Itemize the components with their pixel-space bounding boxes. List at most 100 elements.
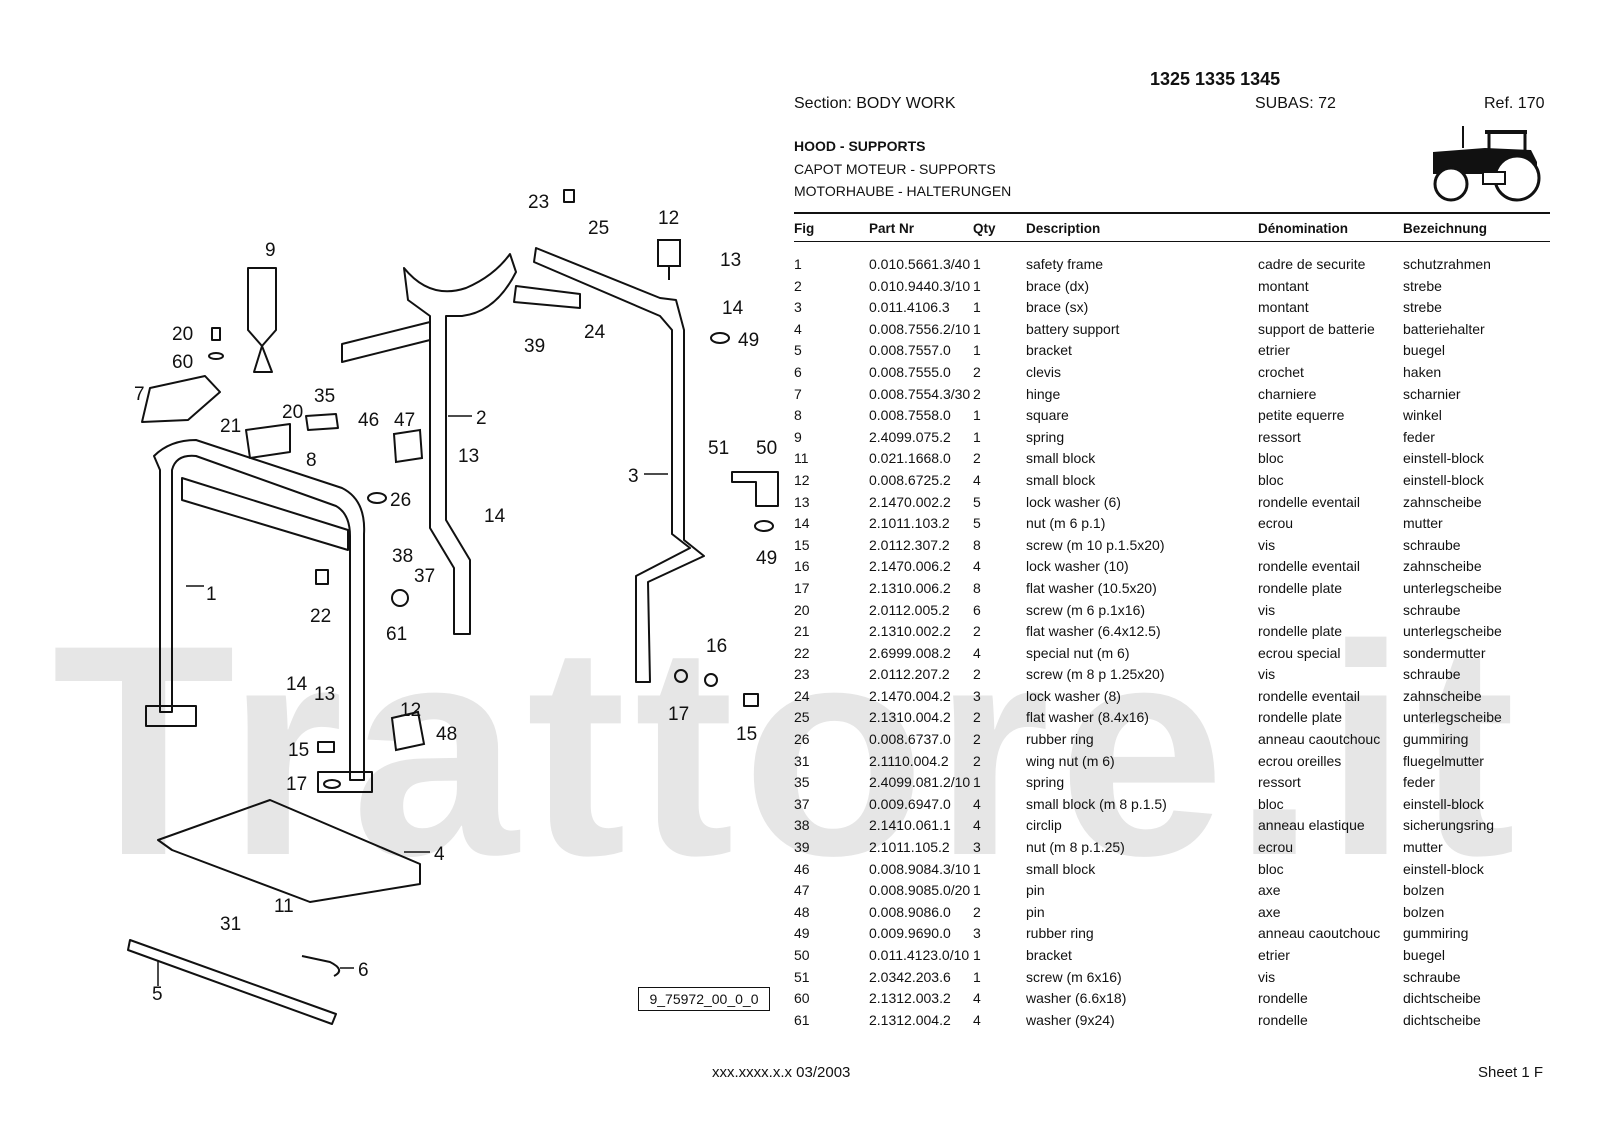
table-cell: 2.1310.002.2 bbox=[869, 623, 951, 640]
table-cell: 8 bbox=[973, 579, 981, 596]
column-header: Part Nr bbox=[869, 212, 973, 242]
table-cell: vis bbox=[1258, 601, 1276, 618]
callout-label: 6 bbox=[358, 960, 369, 981]
table-cell: 1 bbox=[973, 407, 981, 424]
safety-frame-crossbar bbox=[181, 477, 349, 551]
washer-part bbox=[674, 669, 688, 683]
table-cell: 5 bbox=[973, 515, 981, 532]
footer-code: xxx.xxxx.x.x 03/2003 bbox=[712, 1064, 851, 1081]
table-cell: flat washer (10.5x20) bbox=[1026, 579, 1157, 596]
hinge-part bbox=[141, 375, 221, 423]
table-cell: wing nut (m 6) bbox=[1026, 752, 1115, 769]
title-english: HOOD - SUPPORTS bbox=[794, 138, 926, 154]
rubber-ring-part bbox=[367, 492, 387, 504]
table-cell: montant bbox=[1258, 277, 1309, 294]
callout-label: 15 bbox=[736, 724, 757, 745]
callout-label: 26 bbox=[390, 490, 411, 511]
table-cell: 2 bbox=[973, 752, 981, 769]
footer-sheet: Sheet 1 F bbox=[1478, 1064, 1544, 1081]
table-cell: 0.008.7554.3/30 bbox=[869, 385, 971, 402]
battery-support-part bbox=[157, 799, 421, 903]
table-cell: etrier bbox=[1258, 342, 1290, 359]
table-cell: 0.010.5661.3/40 bbox=[869, 256, 971, 272]
table-cell: 14 bbox=[794, 515, 810, 532]
table-cell: rondelle bbox=[1258, 990, 1308, 1007]
table-cell: 0.011.4106.3 bbox=[869, 299, 950, 316]
table-cell: 4 bbox=[973, 471, 981, 488]
table-cell: 2 bbox=[973, 903, 981, 920]
table-cell: montant bbox=[1258, 299, 1309, 316]
table-cell: bloc bbox=[1258, 860, 1284, 877]
table-cell: zahnscheibe bbox=[1403, 687, 1482, 704]
spring-part bbox=[305, 413, 339, 431]
table-cell: gummiring bbox=[1403, 731, 1469, 748]
table-cell: 2 bbox=[973, 385, 981, 402]
column-header: Dénomination bbox=[1258, 212, 1403, 242]
diagram-callouts: 1 2 3 4 5 6 7 8 9 11 12 12 13 13 13 14 1… bbox=[134, 192, 777, 1005]
table-cell: bolzen bbox=[1403, 882, 1445, 899]
table-cell: lock washer (6) bbox=[1026, 493, 1121, 510]
table-cell: battery support bbox=[1026, 320, 1120, 337]
table-cell: small block (m 8 p.1.5) bbox=[1026, 795, 1167, 812]
washer-part bbox=[704, 673, 718, 687]
table-cell: dichtscheibe bbox=[1403, 990, 1481, 1007]
table-cell: cadre de securite bbox=[1258, 256, 1366, 272]
table-cell: 2.1470.006.2 bbox=[869, 558, 951, 575]
bracket-part bbox=[127, 939, 337, 1025]
table-cell: small block bbox=[1026, 860, 1096, 877]
table-cell: 2.1310.006.2 bbox=[869, 579, 951, 596]
table-cell: pin bbox=[1026, 882, 1045, 899]
callout-label: 37 bbox=[414, 566, 435, 587]
callout-label: 14 bbox=[722, 298, 744, 319]
table-cell: spring bbox=[1026, 774, 1065, 791]
table-cell: 16 bbox=[794, 558, 810, 575]
table-cell: mutter bbox=[1403, 515, 1443, 532]
table-cell: fluegelmutter bbox=[1403, 752, 1484, 769]
drawing-id-box: 9_75972_00_0_0 bbox=[638, 987, 770, 1011]
screw-part bbox=[563, 189, 575, 203]
table-cell: small block bbox=[1026, 471, 1096, 488]
callout-label: 13 bbox=[314, 684, 335, 705]
table-cell: 0.008.7556.2/10 bbox=[869, 320, 971, 337]
callout-label: 48 bbox=[436, 724, 457, 745]
table-cell: buegel bbox=[1403, 342, 1446, 359]
table-cell: axe bbox=[1258, 903, 1281, 920]
table-cell: 0.008.9086.0 bbox=[869, 903, 951, 920]
callout-label: 31 bbox=[220, 914, 241, 935]
table-cell: 3 bbox=[973, 925, 981, 942]
bracket-part bbox=[731, 471, 779, 507]
table-cell: bracket bbox=[1026, 947, 1072, 963]
table-cell: 23 bbox=[794, 666, 810, 683]
table-cell: einstell-block bbox=[1403, 471, 1484, 488]
table-cell: mutter bbox=[1403, 839, 1443, 856]
table-cell: ressort bbox=[1258, 774, 1301, 791]
table-cell: sondermutter bbox=[1403, 644, 1486, 661]
table-cell: bolzen bbox=[1403, 903, 1445, 920]
table-cell: 0.008.6737.0 bbox=[869, 731, 951, 748]
table-cell: 3 bbox=[794, 299, 802, 316]
table-cell: 3 bbox=[973, 839, 981, 856]
table-cell: rubber ring bbox=[1026, 925, 1094, 942]
table-cell: 1 bbox=[973, 299, 981, 316]
table-cell: 2.1110.004.2 bbox=[869, 752, 949, 769]
table-cell: pin bbox=[1026, 903, 1045, 920]
table-cell: screw (m 6x16) bbox=[1026, 968, 1122, 985]
table-cell: 1 bbox=[794, 256, 802, 272]
table-cell: 2 bbox=[973, 623, 981, 640]
column-header: Description bbox=[1026, 212, 1258, 242]
table-cell: support de batterie bbox=[1258, 320, 1375, 337]
callout-label: 49 bbox=[756, 548, 777, 569]
table-cell: 2.1011.105.2 bbox=[869, 839, 950, 856]
table-cell: bloc bbox=[1258, 450, 1284, 467]
